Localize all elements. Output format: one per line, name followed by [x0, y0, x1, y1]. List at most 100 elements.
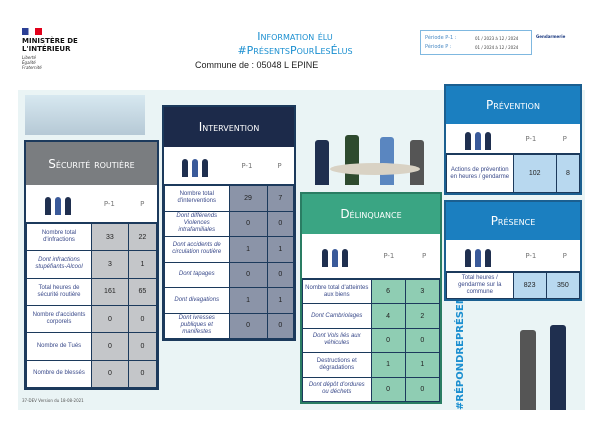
value-cur: 1 [404, 352, 441, 378]
col-header-prev: P-1 [383, 252, 395, 260]
value-cur: 1 [266, 287, 295, 314]
col-header-prev: P-1 [103, 199, 115, 208]
marianne-flag-logo [22, 28, 42, 35]
row-label: Total heures de sécurité routière [26, 277, 92, 306]
row-label: Actions de prévention en heures / gendar… [446, 154, 514, 193]
value-cur: 0 [266, 312, 295, 339]
row-label: Dont tapages [164, 261, 230, 288]
section-title: Présence [446, 202, 580, 240]
section-title: Prévention [446, 86, 580, 124]
section-title: Sécurité routière [26, 142, 157, 185]
value-prev: 3 [91, 250, 129, 279]
section-title: Délinquance [302, 194, 440, 234]
value-prev: 1 [228, 236, 268, 263]
value-cur: 0 [266, 261, 295, 288]
value-cur: 65 [127, 277, 158, 306]
stats-table: Actions de prévention en heures / gendar… [446, 154, 581, 193]
value-prev: 0 [228, 210, 268, 237]
row-label: Dont différends Violences intrafamiliale… [164, 210, 230, 237]
row-label: Nombre total d'interventions [164, 185, 230, 212]
gendarmes-icon [316, 245, 356, 267]
value-prev: 1 [228, 287, 268, 314]
value-prev: 0 [228, 312, 268, 339]
value-cur: 2 [404, 303, 441, 329]
gendarmes-meeting-illustration [300, 95, 440, 185]
value-prev: 823 [512, 272, 547, 299]
row-label: Dont ivresses publiques et manifestes [164, 312, 230, 339]
ministry-name: MINISTÈRE DE L'INTÉRIEUR [22, 37, 78, 53]
value-cur: 350 [545, 272, 581, 299]
row-label: Dont Cambriolages [302, 303, 372, 329]
ministry-motto: Liberté Égalité Fraternité [22, 55, 42, 70]
gendarmes-icon [39, 193, 79, 215]
col-header-prev: P-1 [525, 251, 537, 260]
gendarmerie-logo: Gendarmerie [536, 34, 566, 39]
row-label: Nombre de Tués [26, 332, 92, 361]
period-cur-value: 01 / 2024 à 12 / 2024 [475, 45, 519, 50]
value-cur: 0 [266, 210, 295, 237]
commune-label: Commune de : 05048 L EPINE [195, 60, 319, 70]
col-header-prev: P-1 [525, 134, 537, 143]
value-prev: 4 [370, 303, 406, 329]
value-prev: 29 [228, 185, 268, 212]
value-prev: 0 [91, 332, 129, 361]
value-cur: 3 [404, 278, 441, 305]
value-cur: 0 [404, 376, 441, 402]
value-cur: 22 [127, 222, 158, 252]
gendarmes-illustration [500, 310, 580, 410]
row-label: Dont Vols liés aux véhicules [302, 327, 372, 354]
row-label: Dont divagations [164, 287, 230, 314]
period-cur-label: Période P : [425, 44, 452, 50]
title-line-1: Information élu [257, 30, 333, 43]
icon-row: P-1 P [302, 234, 440, 279]
value-prev: 0 [370, 327, 406, 354]
value-prev: 0 [370, 376, 406, 402]
period-prev-label: Période P-1 : [425, 35, 457, 41]
value-prev: 102 [512, 154, 557, 193]
value-prev: 161 [91, 277, 129, 306]
row-label: Dont accidents de circulation routière [164, 236, 230, 263]
value-cur: 0 [127, 332, 158, 361]
gendarmes-icon [176, 155, 216, 177]
value-cur: 7 [266, 185, 295, 212]
value-cur: 0 [404, 327, 441, 354]
row-label: Nombre total d'atteintes aux biens [302, 278, 372, 305]
value-cur: 8 [555, 154, 581, 193]
section-title: Intervention [164, 107, 294, 147]
title-line-2: #PrésentsPourLesÉlus [237, 44, 353, 57]
page-title: Information élu#PrésentsPourLesÉlus [210, 30, 380, 58]
row-label: Dont infractions stupéfiants-Alcool [26, 250, 92, 279]
col-header-cur: P [421, 252, 427, 260]
col-header-prev: P-1 [241, 161, 253, 170]
row-label: Total heures / gendarme sur la commune [446, 272, 514, 299]
period-box: Période P-1 :01 / 2023 à 12 / 2024 Pério… [420, 30, 532, 55]
slogan-vertical: #RÉPONDREPRÉSENT [455, 288, 466, 410]
value-prev: 1 [370, 352, 406, 378]
table-row: Dont différends Violences intrafamiliale… [164, 210, 295, 237]
row-label: Nombre de blessés [26, 359, 92, 388]
value-prev: 0 [91, 304, 129, 334]
